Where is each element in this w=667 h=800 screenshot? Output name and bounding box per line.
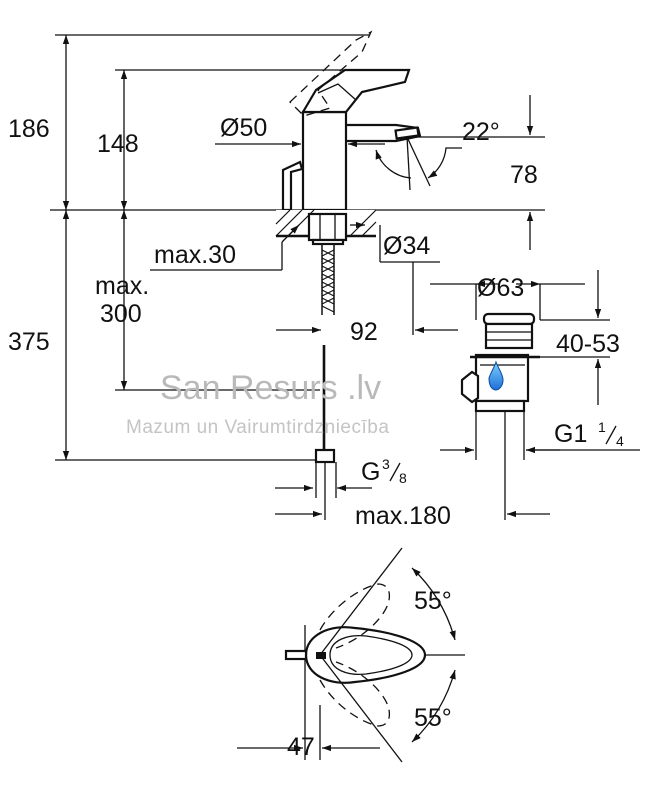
drain-assembly	[460, 284, 541, 520]
dim-max-30: max.30	[154, 241, 236, 269]
dim-waste-thread: G1 1 4	[554, 419, 624, 449]
dim-max-180: max.180	[355, 502, 451, 530]
dim-max-label: max.	[95, 272, 149, 300]
watermark-brand: San Resurs .lv	[160, 369, 381, 407]
lever-handle	[301, 68, 411, 114]
dim-186: 186	[8, 115, 50, 143]
waste-thread-denominator: 4	[616, 433, 624, 449]
top-view	[237, 547, 465, 763]
waste-thread-main: G1	[554, 420, 587, 448]
watermark-tagline: Mazum un Vairumtirdzniecība	[126, 417, 389, 438]
dim-375: 375	[8, 328, 50, 356]
popup-rod	[281, 160, 304, 212]
supply-thread-numerator: 3	[382, 456, 390, 472]
dim-40-53: 40-53	[556, 330, 620, 358]
dim-angle-lower: 55°	[414, 704, 452, 732]
water-drop-icon	[488, 360, 504, 391]
lever-left-rotation	[319, 583, 390, 649]
lever-raised-outline	[289, 30, 373, 117]
side-view	[50, 30, 640, 520]
dim-78: 78	[510, 161, 538, 189]
dim-47: 47	[287, 733, 315, 761]
faucet-body	[301, 110, 422, 212]
dim-supply-thread: G 3 8	[361, 456, 407, 486]
dim-148: 148	[97, 130, 139, 158]
dim-hole-diameter: Ø34	[383, 232, 430, 260]
lever-right-rotation	[319, 661, 390, 727]
dim-body-diameter: Ø50	[220, 114, 267, 142]
dim-drain-diameter: Ø63	[477, 274, 524, 302]
supply-thread-main: G	[361, 458, 380, 486]
lever-top-view	[304, 626, 427, 684]
aerator	[394, 126, 420, 140]
dim-angle-upper: 55°	[414, 587, 452, 615]
dim-92: 92	[350, 318, 378, 346]
mounting-nut	[307, 212, 348, 242]
drain-plug-cap	[482, 312, 536, 326]
waste-thread-numerator: 1	[598, 419, 606, 435]
popup-knob-top	[284, 649, 308, 661]
dim-300: 300	[100, 300, 142, 328]
supply-connector	[314, 448, 336, 464]
supply-thread-denominator: 8	[399, 470, 407, 486]
dim-spout-angle: 22°	[462, 118, 500, 146]
